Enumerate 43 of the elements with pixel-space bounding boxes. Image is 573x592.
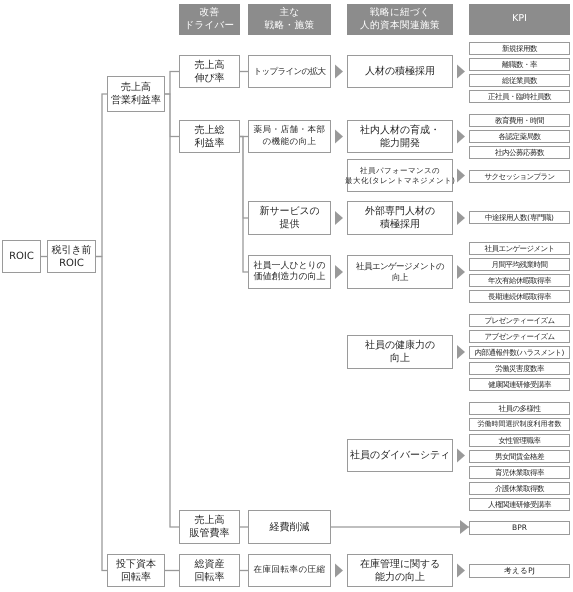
metric-box: 投下資本回転率 (107, 554, 165, 587)
chevron-arrow (335, 564, 343, 578)
chevron-arrow (457, 130, 465, 144)
chevron-arrow (335, 130, 343, 144)
chevron-arrow (335, 265, 343, 279)
chevron-arrow (457, 211, 465, 225)
initiative-box: 社員の健康力の向上 (347, 335, 453, 369)
column-header: 戦略に紐づく人的資本関連施策 (347, 4, 453, 35)
chevron-arrow (335, 64, 343, 78)
initiative-box: 外部専門人材の積極採用 (347, 201, 453, 235)
strategy-box: 社員一人ひとりの価値創造力の向上 (248, 255, 331, 289)
initiative-box: 人材の積極採用 (347, 55, 453, 88)
driver-box: 売上高販管費率 (179, 510, 240, 544)
chevron-arrow (457, 448, 465, 462)
chevron-arrow (457, 64, 465, 78)
chevron-arrow (457, 345, 465, 359)
initiative-box: 社員のダイバーシティ (347, 439, 453, 472)
strategy-box: 経費削減 (248, 510, 331, 544)
strategy-box: 新サービスの提供 (248, 201, 331, 235)
chevron-arrow (457, 265, 465, 279)
driver-box: 売上高伸び率 (179, 55, 240, 88)
arrow (331, 520, 469, 534)
strategy-box: トップラインの拡大 (248, 55, 331, 88)
chevron-arrow (335, 211, 343, 225)
connector-line (165, 93, 179, 528)
connector-line (240, 136, 248, 273)
metric-box: 税引き前ROIC (47, 240, 96, 273)
strategy-box: 在庫回転率の圧縮 (248, 554, 331, 587)
strategy-box: 薬局・店舗・本部の機能の向上 (248, 120, 331, 153)
connector-line (165, 570, 179, 572)
column-header: 改善ドライバー (179, 4, 240, 35)
connector-line (96, 256, 107, 572)
column-header: KPI (469, 4, 570, 35)
metric-box: ROIC (2, 240, 41, 273)
initiative-box: 社員エンゲージメントの向上 (347, 255, 453, 289)
chevron-arrow (457, 168, 465, 182)
column-header: 主な戦略・施策 (248, 4, 331, 35)
metric-box: 売上高営業利益率 (107, 76, 165, 112)
chevron-arrow (457, 564, 465, 578)
driver-box: 総資産回転率 (179, 554, 240, 587)
initiative-box: 社内人材の育成・能力開発 (347, 120, 453, 153)
initiative-box: 在庫管理に関する能力の向上 (347, 554, 453, 587)
driver-box: 売上総利益率 (179, 120, 240, 153)
